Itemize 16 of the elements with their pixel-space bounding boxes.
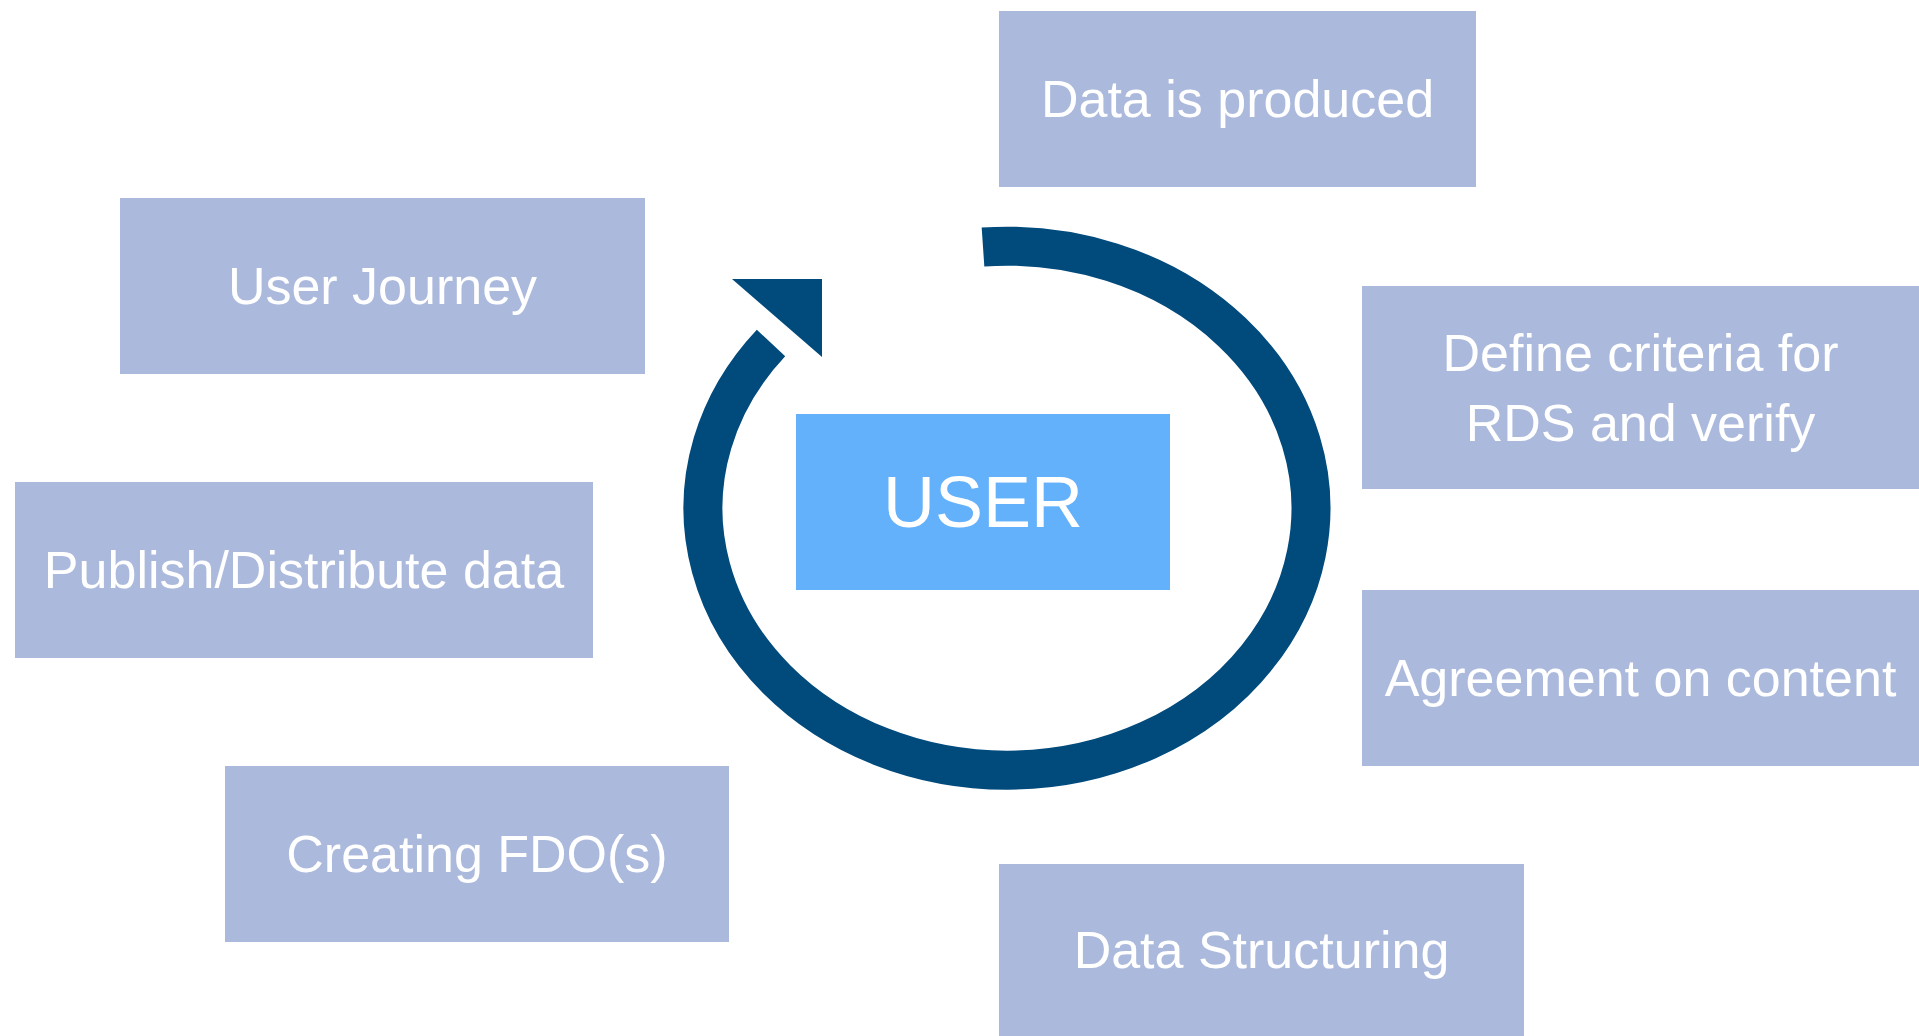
step-box [999, 864, 1524, 1036]
step-box [1362, 590, 1919, 766]
step-label: Data is produced [1040, 69, 1435, 130]
step-label: Agreement on content [1384, 648, 1897, 709]
step-box [999, 11, 1476, 187]
step-label: Publish/Distribute data [43, 540, 565, 601]
center-box [796, 414, 1170, 590]
step-box [225, 766, 729, 942]
center-label: USER [882, 467, 1083, 537]
step-box [15, 482, 593, 658]
step-box [1362, 286, 1919, 489]
step-box [120, 198, 645, 374]
step-label: User Journey [227, 256, 538, 317]
step-label: Creating FDO(s) [286, 824, 668, 885]
step-label: Data Structuring [1073, 920, 1450, 981]
step-label: Define criteria for RDS and verify [1441, 322, 1840, 454]
